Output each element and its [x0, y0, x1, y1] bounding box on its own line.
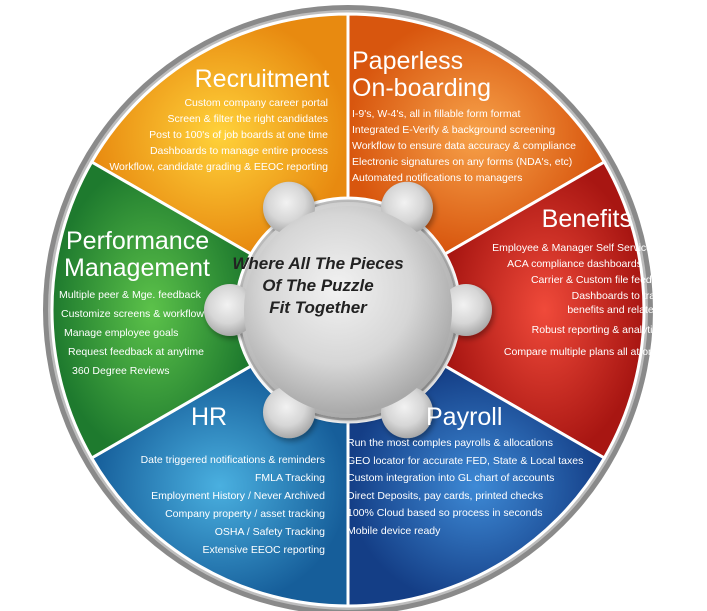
benefits-item: Compare multiple plans all at once — [503, 346, 665, 358]
hr-items: Date triggered notifications & reminders… — [141, 451, 325, 559]
recruitment-item: Post to 100's of job boards at one time — [149, 129, 328, 141]
center-text-line: Of The Puzzle — [262, 276, 374, 295]
onboarding-item: I-9's, W-4's, all in fillable form forma… — [352, 108, 521, 120]
benefits-title: Benefits — [542, 206, 632, 233]
center-text-line: Where All The Pieces — [232, 254, 404, 273]
performance-items: Multiple peer & Mge. feedback Customize … — [59, 286, 204, 381]
payroll-title: Payroll — [426, 404, 502, 431]
hr-item: OSHA / Safety Tracking — [214, 526, 325, 538]
benefits-item: Employee & Manager Self Service — [492, 242, 652, 254]
recruitment-item: Custom company career portal — [184, 97, 328, 109]
performance-item: Request feedback at anytime — [68, 346, 204, 358]
onboarding-title: Paperless On-boarding — [352, 48, 491, 102]
center-puzzle-text: Where All The Pieces Of The Puzzle Fit T… — [228, 253, 408, 319]
benefits-item: Dashboards to track all — [571, 290, 679, 302]
performance-title-line: Performance — [66, 227, 210, 255]
benefits-item: Robust reporting & analytics — [531, 324, 663, 336]
benefits-item: benefits and related costs — [567, 304, 687, 316]
hr-item: Extensive EEOC reporting — [202, 544, 325, 556]
hr-item: Employment History / Never Archived — [151, 490, 325, 502]
onboarding-title-line: Paperless — [352, 47, 464, 75]
recruitment-item: Screen & filter the right candidates — [167, 113, 328, 125]
benefits-item: ACA compliance dashboards — [507, 258, 642, 270]
benefits-item: Carrier & Custom file feeds — [530, 274, 657, 286]
performance-title-line: Management — [64, 254, 210, 282]
center-puzzle-face — [244, 206, 452, 414]
onboarding-item: Workflow to ensure data accuracy & compl… — [352, 140, 576, 152]
onboarding-title-line: On-boarding — [352, 74, 491, 102]
benefits-title-line: Benefits — [541, 205, 632, 233]
hr-item: Company property / asset tracking — [165, 508, 325, 520]
recruitment-title-line: Recruitment — [194, 65, 330, 93]
recruitment-items: Custom company career portal Screen & fi… — [109, 95, 328, 175]
payroll-item: Run the most comples payrolls & allocati… — [347, 437, 554, 449]
payroll-item: Custom integration into GL chart of acco… — [347, 472, 555, 484]
payroll-items: Run the most comples payrolls & allocati… — [347, 435, 583, 540]
hr-item: Date triggered notifications & reminders — [140, 454, 325, 466]
performance-item: 360 Degree Reviews — [72, 365, 170, 377]
onboarding-items: I-9's, W-4's, all in fillable form forma… — [352, 106, 576, 186]
onboarding-item: Electronic signatures on any forms (NDA'… — [352, 156, 573, 168]
puzzle-knob — [204, 284, 256, 336]
onboarding-item: Automated notifications to managers — [352, 172, 523, 184]
puzzle-knob — [440, 284, 492, 336]
performance-title: Performance Management — [64, 227, 210, 282]
recruitment-item: Workflow, candidate grading & EEOC repor… — [109, 161, 328, 173]
payroll-item: Mobile device ready — [347, 524, 441, 537]
payroll-item: GEO locator for accurate FED, State & Lo… — [347, 454, 584, 467]
onboarding-item: Integrated E-Verify & background screeni… — [352, 124, 556, 136]
hr-item: FMLA Tracking — [254, 472, 325, 484]
hr-title: HR — [191, 404, 227, 431]
performance-item: Manage employee goals — [64, 327, 179, 339]
recruitment-title: Recruitment — [192, 66, 332, 93]
performance-item: Multiple peer & Mge. feedback — [59, 289, 201, 301]
payroll-title-line: Payroll — [426, 403, 503, 431]
payroll-item: 100% Cloud based so process in seconds — [347, 507, 543, 519]
hr-title-line: HR — [191, 403, 228, 431]
center-text-line: Fit Together — [269, 298, 367, 317]
payroll-item: Direct Deposits, pay cards, printed chec… — [347, 489, 544, 502]
benefits-items: Employee & Manager Self Service ACA comp… — [492, 240, 687, 360]
performance-item: Customize screens & workflow — [61, 308, 204, 320]
recruitment-item: Dashboards to manage entire process — [149, 145, 328, 157]
